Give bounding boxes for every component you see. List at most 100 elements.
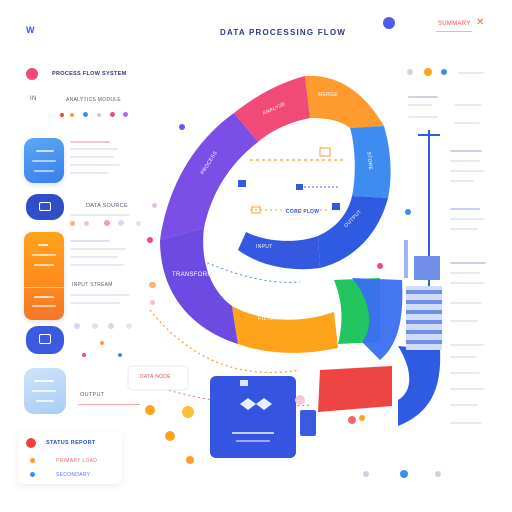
card-text-line (34, 380, 54, 382)
right-text-line (450, 180, 474, 182)
floating-box (296, 184, 303, 190)
text-line (70, 156, 114, 158)
text-line (70, 240, 110, 242)
node-dot (150, 300, 155, 305)
text-line (70, 214, 130, 216)
ring-segment-indigo (318, 196, 388, 268)
input-stream-label: INPUT STREAM (72, 282, 113, 288)
brand-dot (26, 68, 38, 80)
floating-box (238, 180, 246, 187)
card-text-line (32, 390, 56, 392)
node-dot (104, 220, 110, 226)
tail-segment-red (318, 366, 392, 412)
report-dot (26, 438, 36, 448)
text-line (70, 248, 126, 250)
floating-box (319, 147, 331, 157)
chip-icon (39, 202, 51, 211)
app-logo[interactable]: W (26, 20, 40, 35)
device-side (300, 410, 316, 436)
right-text-line (454, 122, 480, 124)
ring-segment-purple (160, 113, 258, 240)
right-text-line (408, 116, 438, 118)
right-text-line (454, 104, 482, 106)
ring-segment-violet (160, 228, 238, 344)
ring-segment-pink (234, 76, 310, 142)
node-dot (108, 323, 114, 329)
page-title: DATA PROCESSING FLOW (220, 28, 347, 37)
card-text-line (32, 254, 56, 256)
header-underline (436, 31, 472, 32)
floating-card (127, 365, 189, 391)
card-text-line (34, 170, 54, 172)
device-icon (240, 398, 272, 410)
legend-item: SECONDARY (56, 472, 91, 478)
data-source-chip[interactable] (26, 194, 64, 220)
floating-box (251, 206, 261, 214)
floating-box (332, 203, 340, 210)
right-text-line (450, 302, 482, 304)
right-text-line (450, 422, 482, 424)
stack-block (406, 286, 442, 350)
node-dot (118, 220, 124, 226)
node-dot (118, 353, 122, 357)
side-label: DATA NODE (140, 374, 171, 380)
right-text-line (450, 372, 480, 374)
node-dot (70, 221, 75, 226)
rail-cap (418, 134, 440, 136)
right-text-line (450, 356, 476, 358)
text-line (78, 404, 140, 405)
segment-label: MERGE (318, 92, 338, 98)
vertical-rail (428, 130, 430, 380)
side-bar (404, 240, 408, 278)
output-label: OUTPUT (80, 392, 105, 398)
text-line (70, 264, 124, 266)
card-text-line (36, 400, 54, 402)
right-text-line (408, 96, 438, 98)
stack-stripes (406, 290, 442, 344)
right-text-line (450, 218, 484, 220)
tag-label: IN (30, 96, 37, 102)
text-line (70, 141, 110, 143)
status-dot (97, 113, 101, 117)
node-dot (84, 221, 89, 226)
segment-label: INPUT (256, 244, 273, 250)
text-line (70, 302, 120, 304)
node-dot (136, 221, 141, 226)
right-text-line (450, 170, 484, 172)
connector-path (149, 309, 301, 374)
ring-segment-orange (305, 75, 384, 128)
legend-item: PRIMARY LOAD (56, 458, 98, 464)
summary-link[interactable]: SUMMARY (438, 21, 471, 27)
ring-segment-navy (238, 232, 320, 270)
node-dot (152, 203, 157, 208)
card-text-line (38, 244, 48, 246)
user-avatar[interactable] (383, 17, 395, 29)
card-divider (24, 287, 64, 288)
card-text-line (34, 296, 54, 298)
status-dot (60, 113, 64, 117)
close-icon[interactable]: ✕ (476, 17, 485, 28)
right-text-line (450, 404, 478, 406)
node-dot (92, 323, 98, 329)
segment-label: FILTER (258, 316, 279, 322)
status-report-label: STATUS REPORT (46, 440, 96, 446)
text-line (70, 256, 118, 258)
ring-segment-blue (350, 126, 391, 198)
right-text-line (458, 72, 484, 74)
right-text-line (450, 160, 480, 162)
tail-segment-navy (398, 346, 441, 426)
device-panel (210, 376, 296, 458)
status-dot (70, 113, 74, 117)
right-text-line (450, 262, 486, 264)
right-text-line (450, 282, 484, 284)
tail-segment-blue (352, 278, 403, 360)
process-chip[interactable] (26, 326, 64, 354)
text-line (70, 172, 108, 174)
legend-dot (30, 472, 35, 477)
card-text-line (34, 264, 54, 266)
node-dot (126, 323, 132, 329)
status-dot (83, 112, 88, 117)
card-text-line (32, 305, 56, 307)
text-line (70, 294, 130, 296)
